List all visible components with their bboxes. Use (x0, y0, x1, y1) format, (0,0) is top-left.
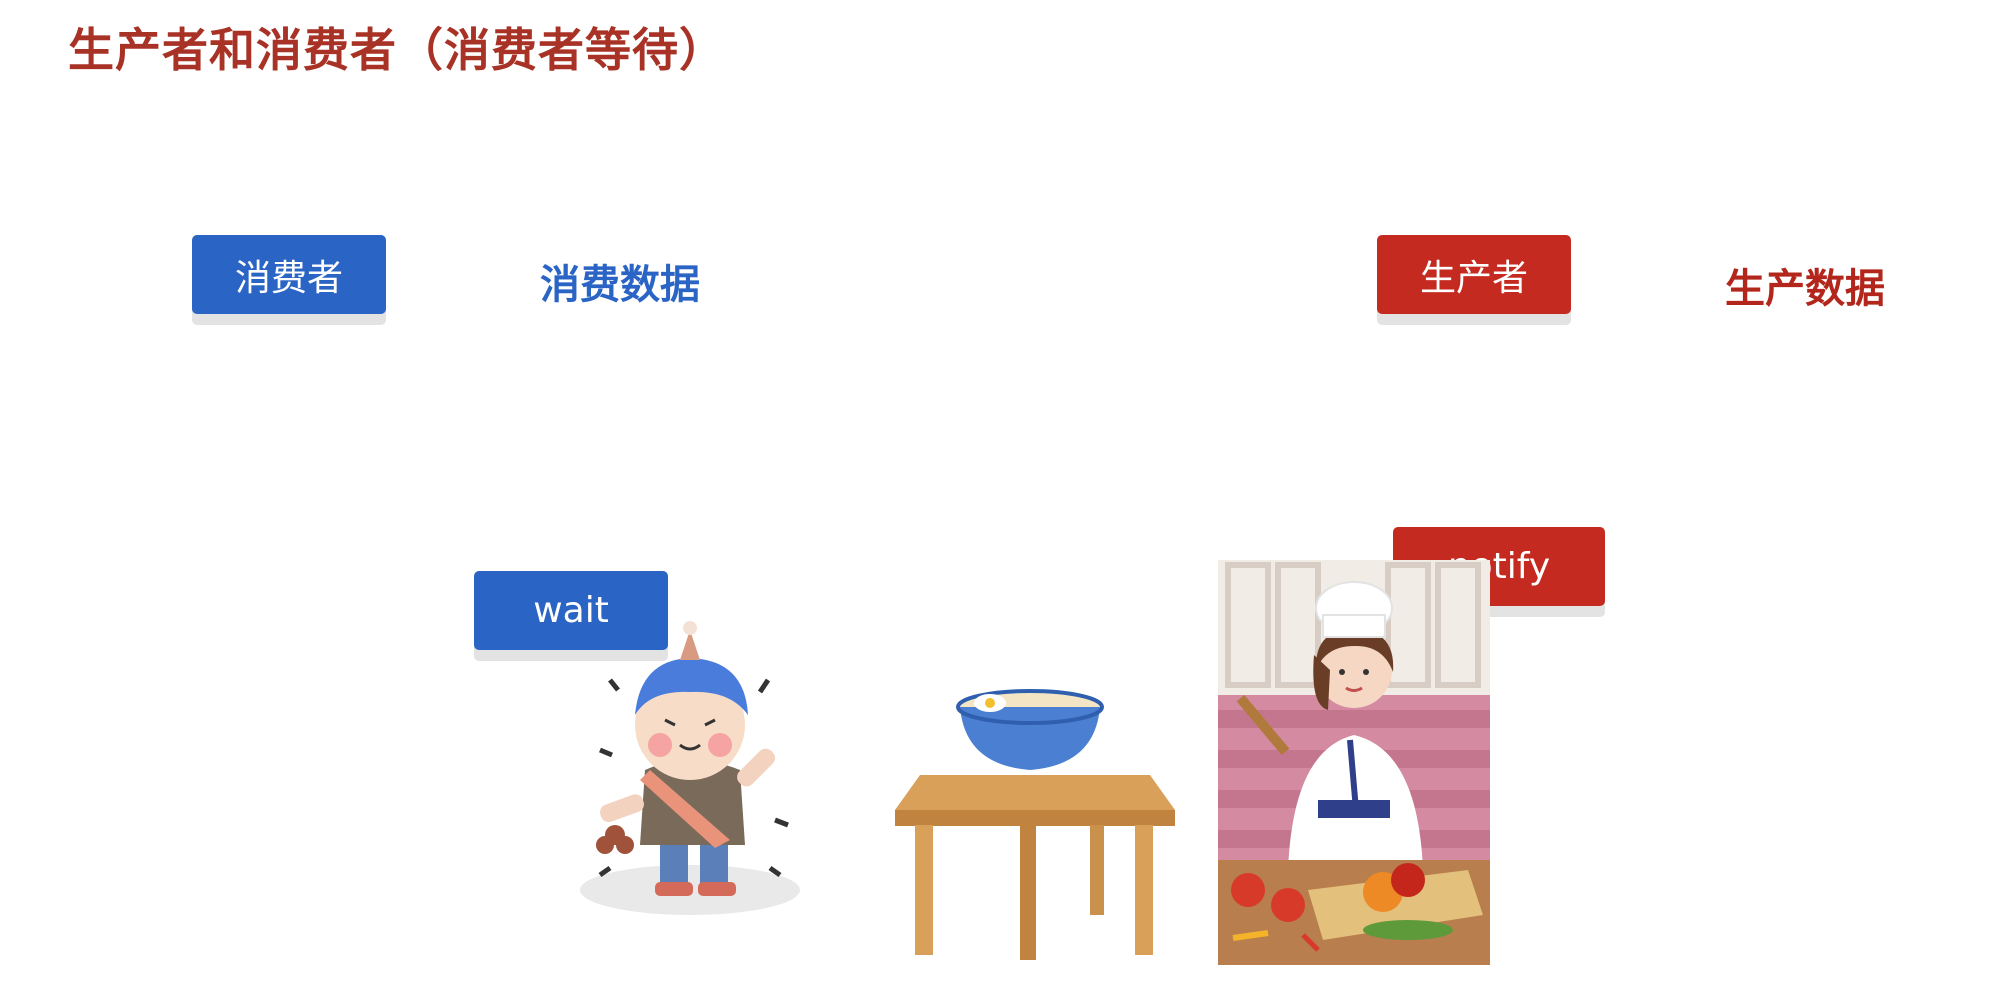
produce-data-label: 生产数据 (1725, 266, 1885, 312)
consume-data-label: 消费数据 (540, 262, 700, 308)
foodie-character-illustration (580, 621, 800, 915)
table-with-bowl-illustration (895, 689, 1175, 960)
producer-tag: 生产者 (1377, 235, 1571, 314)
page-title: 生产者和消费者（消费者等待） (68, 23, 726, 77)
consumer-tag: 消费者 (192, 235, 386, 314)
chef-illustration (1218, 560, 1490, 965)
wait-tag: wait (474, 571, 668, 650)
